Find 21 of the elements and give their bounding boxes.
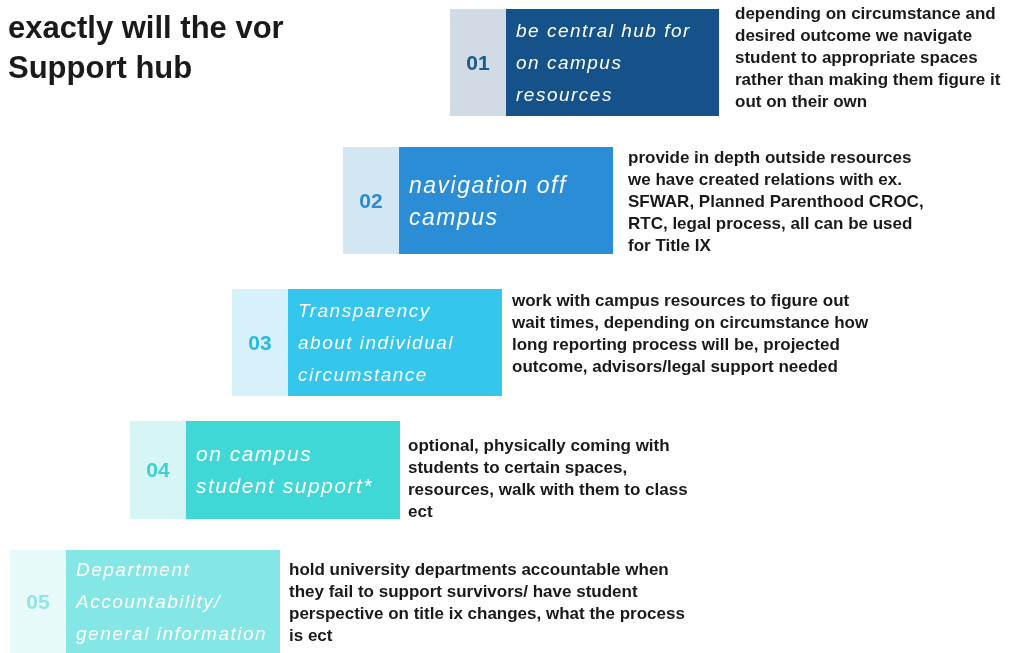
step-row [450, 9, 719, 116]
step-description: optional, physically coming with students to certain spaces, resources, walk with them to class ect [408, 435, 689, 523]
step-number: 05 [10, 550, 66, 653]
step-description: depending on circumstance and desired outcome we navigate student to appropriate spaces rather than making them figure it out on their own [735, 3, 1002, 113]
step-number: 03 [232, 289, 288, 396]
step-heading: on campus student support* [186, 421, 400, 519]
step-description: hold university departments accountable when they fail to support survivors/ have student perspective on title ix changes, what the process is ect [289, 559, 686, 647]
step-number: 02 [343, 147, 399, 254]
step-row [10, 550, 280, 653]
step-description: provide in depth outside resources we have created relations with ex. SFWAR, Planned Parenthood CROC, RTC, legal process, all can be used for Title IX [628, 147, 925, 257]
step-heading: Transparency about individual circumstance [288, 289, 502, 396]
title: exactly will the vor Support hub [8, 9, 285, 87]
step-heading: Department Accountability/ general information [66, 550, 280, 653]
step-row [343, 147, 613, 254]
step-number: 01 [450, 9, 506, 116]
step-heading: navigation off campus [399, 147, 613, 254]
step-heading: be central hub for on campus resources [506, 9, 719, 116]
step-row [232, 289, 502, 396]
step-row [130, 421, 400, 519]
step-number: 04 [130, 421, 186, 519]
step-description: work with campus resources to figure out wait times, depending on circumstance how long reporting process will be, projected outcome, advisors/legal support needed [512, 290, 870, 378]
